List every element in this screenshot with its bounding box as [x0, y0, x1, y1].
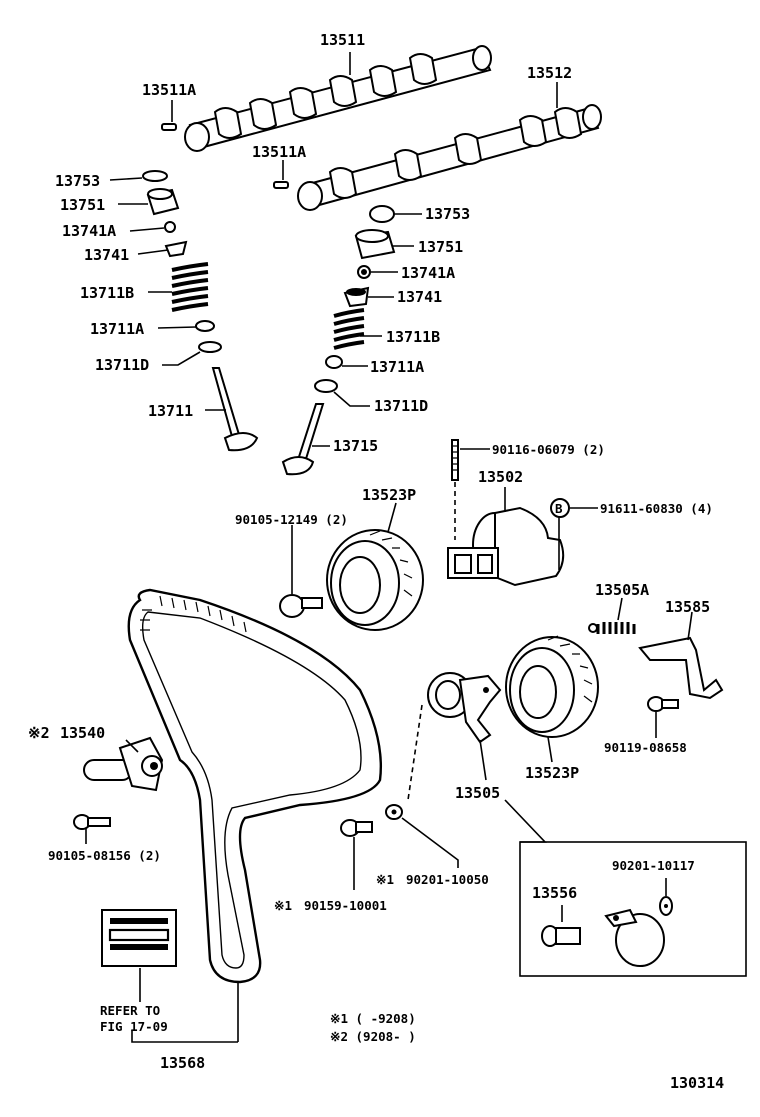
- label-bolt-pulley: 90105-12149 (2): [235, 512, 348, 527]
- valve-left: [211, 367, 259, 452]
- label-spring-tensioner: 13505A: [595, 581, 649, 599]
- label-keeper-left: 13741A: [62, 222, 116, 240]
- label-lifter-left: 13751: [60, 196, 105, 214]
- leader-spring-tensioner: [617, 597, 623, 621]
- camshaft-intake: [184, 45, 492, 152]
- spring-13505a: [588, 622, 636, 634]
- label-shim-left: 13753: [55, 172, 100, 190]
- label-pulley-top: 13523P: [362, 486, 416, 504]
- label-shim-right: 13753: [425, 205, 470, 223]
- spring-right: [333, 308, 365, 350]
- shim-left: [142, 170, 168, 182]
- label-camshaft-intake: 13511: [320, 31, 365, 49]
- label-seat-left: 13711D: [95, 356, 149, 374]
- valve-right: [281, 403, 325, 476]
- camshaft-exhaust: [297, 104, 602, 211]
- label-bolt-tensioner: 90105-08156 (2): [48, 848, 161, 863]
- pin-left: [161, 123, 177, 131]
- timing-belt: [127, 588, 382, 984]
- leader-pulley-top: [387, 502, 397, 533]
- idler-13505: [427, 672, 502, 744]
- label-washer-prefix: ※1: [376, 872, 394, 887]
- label-retainer-right: 13741: [397, 288, 442, 306]
- label-seal-left: 13711A: [90, 320, 144, 338]
- pin-right: [273, 181, 289, 189]
- label-idler: 13505: [455, 784, 500, 802]
- leader-seat-right: [333, 391, 370, 407]
- label-inset-bolt: 13556: [532, 884, 577, 902]
- label-plate: 13585: [665, 598, 710, 616]
- label-bolt-plate: 90119-08658: [604, 740, 687, 755]
- inset-bolt: [541, 925, 581, 947]
- label-stud: 90116-06079 (2): [492, 442, 605, 457]
- label-washer: 90201-10050: [406, 872, 489, 887]
- seat-left: [198, 341, 222, 353]
- label-marker-b: 91611-60830 (4): [600, 501, 713, 516]
- seal-right: [325, 355, 343, 369]
- inset-box: [519, 841, 747, 977]
- leader-washer: [401, 817, 459, 868]
- leader-tensioner: [125, 739, 139, 753]
- keeper-left: [164, 221, 176, 233]
- spring-left: [171, 262, 209, 312]
- label-camshaft-exhaust: 13512: [527, 64, 572, 82]
- bracket-13502: [447, 506, 565, 587]
- label-belt: 13568: [160, 1054, 205, 1072]
- note-2: ※2 (9208- ): [330, 1029, 416, 1044]
- bolt-idler: [340, 819, 373, 837]
- bolt-plate: [647, 696, 679, 712]
- label-bracket: 13502: [478, 468, 523, 486]
- leader-seal-left: [157, 326, 197, 329]
- label-refer-line1: REFER TO: [100, 1003, 160, 1018]
- leader-keeper-left: [129, 227, 165, 232]
- inset-idler: [604, 908, 665, 967]
- seat-right: [314, 379, 338, 393]
- label-seal-right: 13711A: [370, 358, 424, 376]
- label-pin-right: 13511A: [252, 143, 306, 161]
- label-valve-left: 13711: [148, 402, 193, 420]
- label-retainer-left: 13741: [84, 246, 129, 264]
- label-tensioner-prefix: ※2: [28, 724, 50, 742]
- leader-idler: [479, 739, 487, 781]
- note-1: ※1 ( -9208): [330, 1011, 416, 1026]
- bolt-pulley: [279, 594, 323, 618]
- leader-seat-left: [162, 351, 201, 366]
- label-spring-left: 13711B: [80, 284, 134, 302]
- seal-left: [195, 320, 215, 332]
- label-pin-left: 13511A: [142, 81, 196, 99]
- pulley-top: [326, 529, 424, 631]
- label-refer-line2: FIG 17-09: [100, 1019, 168, 1034]
- label-lifter-right: 13751: [418, 238, 463, 256]
- label-keeper-right: 13741A: [401, 264, 455, 282]
- label-tensioner: 13540: [60, 724, 105, 742]
- label-bolt-idler-prefix: ※1: [274, 898, 292, 913]
- label-seat-right: 13711D: [374, 397, 428, 415]
- tensioner-13540: [83, 736, 164, 792]
- stud: [451, 439, 459, 481]
- bolt-tensioner: [73, 814, 111, 830]
- refer-fig-icon: [101, 909, 177, 967]
- label-pulley-bottom: 13523P: [525, 764, 579, 782]
- shim-right: [369, 205, 395, 223]
- leader-shim-left: [109, 177, 143, 181]
- marker-b: [550, 498, 570, 518]
- label-bolt-idler: 90159-10001: [304, 898, 387, 913]
- plate-13585: [638, 636, 724, 700]
- pulley-bottom: [505, 635, 599, 738]
- leader-pulley-bottom: [547, 736, 553, 763]
- retainer-left: [164, 240, 188, 258]
- label-spring-right: 13711B: [386, 328, 440, 346]
- leader-retainer-left: [137, 249, 169, 255]
- marker-b-letter: B: [555, 501, 563, 516]
- label-valve-right: 13715: [333, 437, 378, 455]
- label-inset-washer: 90201-10117: [612, 858, 695, 873]
- leader-plate: [687, 611, 693, 641]
- figure-number: 130314: [670, 1074, 724, 1092]
